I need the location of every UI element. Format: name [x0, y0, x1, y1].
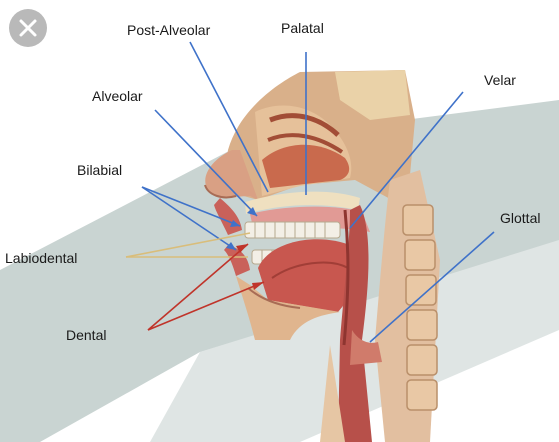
label-labiodental: Labiodental [5, 250, 77, 266]
label-velar: Velar [484, 72, 516, 88]
label-dental: Dental [66, 327, 106, 343]
label-alveolar: Alveolar [92, 88, 143, 104]
close-button[interactable] [9, 9, 47, 47]
label-glottal: Glottal [500, 210, 540, 226]
label-bilabial: Bilabial [77, 162, 122, 178]
label-post-alveolar: Post-Alveolar [127, 22, 210, 38]
label-palatal: Palatal [281, 20, 324, 36]
close-icon [9, 9, 47, 47]
